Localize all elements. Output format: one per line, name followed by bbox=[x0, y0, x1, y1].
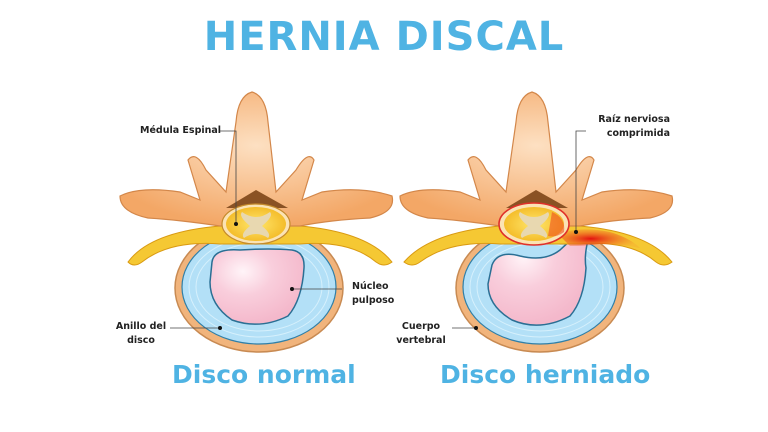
herniated-vertebra bbox=[399, 91, 674, 353]
label-nucleus-line2: pulposo bbox=[352, 295, 395, 306]
label-nerve-root: Raíz nerviosa comprimida bbox=[588, 113, 670, 141]
caption-herniated-disc: Disco herniado bbox=[440, 360, 651, 389]
label-nerve-root-line2: comprimida bbox=[606, 128, 670, 139]
normal-vertebra bbox=[119, 91, 394, 353]
label-nerve-root-line1: Raíz nerviosa bbox=[598, 114, 670, 125]
label-spinal-cord: Médula Espinal bbox=[140, 125, 222, 136]
label-annulus-line1: Anillo del bbox=[115, 321, 167, 332]
page-title: HERNIA DISCAL bbox=[203, 14, 565, 60]
label-vertebral-body-line2: vertebral bbox=[396, 335, 446, 346]
label-nucleus: Núcleo pulposo bbox=[352, 280, 394, 308]
caption-normal-disc: Disco normal bbox=[172, 360, 356, 389]
label-vertebral-body-line1: Cuerpo bbox=[401, 321, 441, 332]
label-annulus-line2: disco bbox=[127, 335, 155, 346]
label-vertebral-body: Cuerpo vertebral bbox=[392, 320, 450, 348]
label-annulus: Anillo del disco bbox=[114, 320, 168, 348]
label-nucleus-line1: Núcleo bbox=[352, 281, 389, 292]
